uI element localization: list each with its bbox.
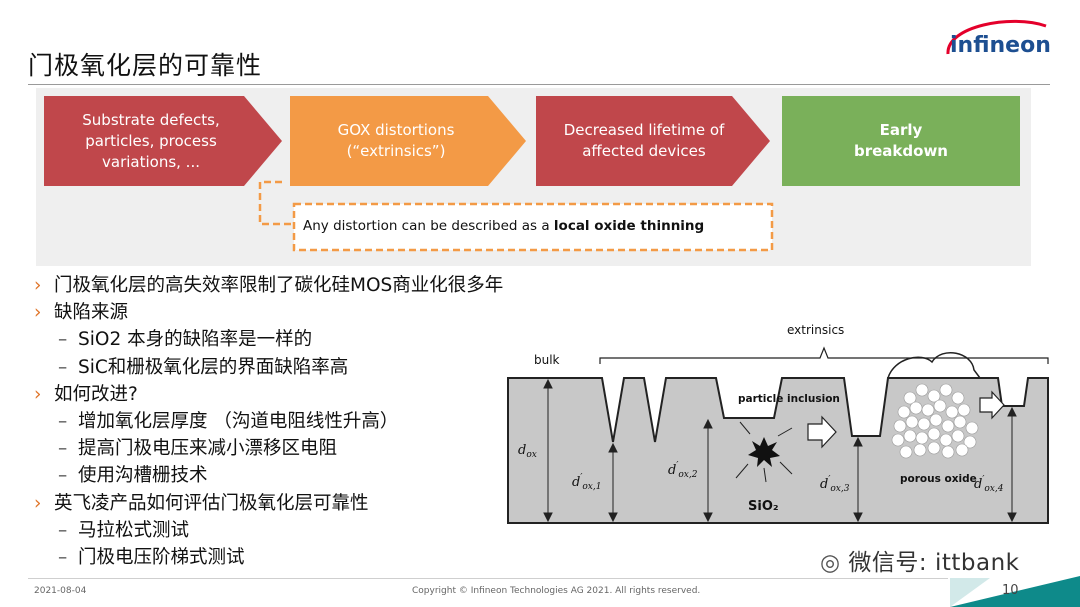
bullet-item: –SiC和栅极氧化层的界面缺陷率高 — [34, 354, 503, 381]
logo-text: infineon — [950, 33, 1051, 58]
flow-step-2-label: GOX distortions(“extrinsics”) — [337, 121, 455, 160]
bullet-text: 门极电压阶梯式测试 — [78, 547, 245, 569]
bullet-item: –使用沟槽栅技术 — [34, 462, 503, 489]
footer-accent — [950, 576, 1080, 607]
porous-oxide — [891, 383, 979, 459]
flow-step-1-shape — [44, 96, 282, 186]
extrinsics-label: extrinsics — [787, 323, 844, 337]
bullet-text: 增加氧化层厚度 （沟道电阻线性升高） — [78, 411, 399, 433]
bullet-marker: › — [34, 275, 42, 296]
bullet-item: › 英飞凌产品如何评估门极氧化层可靠性 — [34, 490, 503, 517]
label-d-ox-1: d′ox,1 — [572, 473, 601, 492]
dash-marker: – — [58, 465, 68, 487]
dash-marker: – — [58, 438, 68, 460]
bulk-label: bulk — [534, 353, 560, 367]
sio2-label: SiO₂ — [748, 499, 779, 514]
particle-inclusion — [735, 421, 793, 483]
footer-copyright: Copyright © Infineon Technologies AG 202… — [412, 586, 701, 596]
particle-inclusion-label: particle inclusion — [738, 393, 840, 405]
bullet-list: ›门极氧化层的高失效率限制了碳化硅MOS商业化很多年›缺陷来源–SiO2 本身的… — [34, 272, 503, 571]
bullet-marker: › — [34, 383, 42, 405]
bullet-text: 如何改进? — [54, 383, 138, 405]
bullet-text: SiO2 本身的缺陷率是一样的 — [78, 329, 313, 351]
note-connector — [258, 180, 294, 226]
bullet-text: 使用沟槽栅技术 — [78, 465, 208, 487]
flow-step-3-shape — [536, 96, 770, 186]
hollow-arrow-1 — [807, 415, 837, 449]
dash-marker: – — [58, 329, 68, 351]
bullet-item: –提高门极电压来减小漂移区电阻 — [34, 435, 503, 462]
bullet-text: SiC和栅极氧化层的界面缺陷率高 — [78, 356, 349, 378]
wechat-watermark: ◎ 微信号: ittbank — [820, 550, 1020, 576]
bullet-text: 缺陷来源 — [54, 302, 129, 324]
note-text: Any distortion can be described as a loc… — [303, 218, 705, 234]
note-box — [292, 202, 774, 252]
title-divider — [28, 84, 1050, 85]
bullet-text: 门极氧化层的高失效率限制了碳化硅MOS商业化很多年 — [54, 275, 504, 296]
slide-title: 门极氧化层的可靠性 — [28, 51, 263, 80]
wechat-icon: ◎ — [820, 550, 849, 576]
flow-shapes — [44, 96, 1020, 252]
page-number: 10 — [1002, 583, 1019, 598]
bullet-text: 提高门极电压来减小漂移区电阻 — [78, 438, 338, 460]
bullet-marker: › — [34, 492, 42, 514]
footer-date: 2021-08-04 — [34, 586, 87, 596]
label-d-ox-2: d′ox,2 — [668, 461, 698, 480]
bullet-item: –SiO2 本身的缺陷率是一样的 — [34, 326, 503, 353]
dash-marker: – — [58, 519, 68, 541]
bullet-item: › 缺陷来源 — [34, 299, 503, 326]
bullet-item: –门极电压阶梯式测试 — [34, 544, 503, 571]
label-d-ox-3: d′ox,3 — [820, 475, 850, 494]
oxide-cross-section: extrinsics bulk dox d′ox,1 d′ox,2 d′ox,3… — [507, 323, 1049, 524]
bullet-marker: › — [34, 302, 42, 324]
bullet-item: –增加氧化层厚度 （沟道电阻线性升高） — [34, 408, 503, 435]
oxide-layer — [507, 377, 1049, 524]
bullet-text: 马拉松式测试 — [78, 519, 190, 541]
footer-divider — [28, 578, 948, 579]
porous-oxide-label: porous oxide — [900, 473, 977, 485]
label-d-ox: dox — [518, 443, 537, 460]
hollow-arrow-2 — [979, 390, 1005, 420]
infineon-logo: infineon — [946, 19, 1051, 58]
bullet-item: › 如何改进? — [34, 381, 503, 408]
bullet-text: 英飞凌产品如何评估门极氧化层可靠性 — [54, 492, 369, 514]
dash-marker: – — [58, 411, 68, 433]
extrinsics-bracket — [599, 346, 1049, 364]
bullet-item: › 门极氧化层的高失效率限制了碳化硅MOS商业化很多年 — [34, 272, 503, 299]
dash-marker: – — [58, 356, 68, 378]
porous-bump-outline — [887, 352, 981, 379]
bullet-item: –马拉松式测试 — [34, 517, 503, 544]
flow-step-4-shape — [782, 96, 1020, 186]
label-d-ox-4: d′ox,4 — [974, 475, 1004, 494]
flow-step-2-shape — [290, 96, 526, 186]
dash-marker: – — [58, 547, 68, 569]
thickness-arrows — [543, 378, 1017, 523]
